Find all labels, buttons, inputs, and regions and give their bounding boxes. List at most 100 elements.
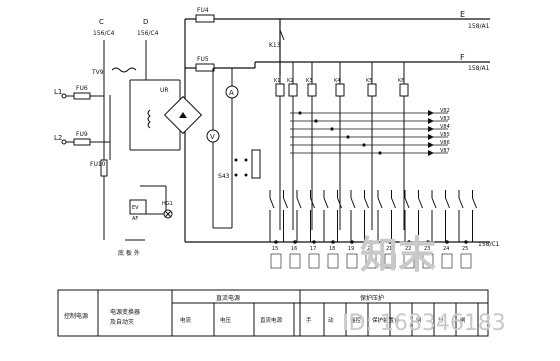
table-b-item: 保护装置 xyxy=(372,316,395,324)
contact xyxy=(364,190,369,242)
diode-label: V83 xyxy=(440,116,450,122)
bus-f-ref: 158/A1 xyxy=(468,65,490,72)
lamp-hg1: HG1 xyxy=(162,201,173,219)
relay-label: K2 xyxy=(287,78,293,84)
terminal-number: 24 xyxy=(443,246,449,252)
diode-v87: V87 xyxy=(290,148,450,156)
relay-label: K6 xyxy=(398,78,404,84)
transformer-tv9: TV9 xyxy=(91,67,137,76)
contact xyxy=(296,190,302,242)
relay-k3: K3 xyxy=(306,62,317,230)
contact xyxy=(431,190,437,242)
line-d-label: D xyxy=(143,18,148,26)
table-group-a-title: 直流电源 xyxy=(216,294,240,302)
contact xyxy=(445,190,450,242)
l1-label: L1 xyxy=(54,88,62,96)
rectifier-ur: UR xyxy=(147,87,203,135)
diode-v84: V84 xyxy=(290,124,450,132)
function-table: 控制电源 电源变换器 及自动灭 直流电源 保护压护 电流电压直流电源 手动遥控保… xyxy=(57,289,489,337)
terminal: 18 xyxy=(327,240,339,269)
table-b-item: 闸 xyxy=(460,316,466,324)
table-col2-line1: 电源变换器 xyxy=(110,308,140,316)
contact xyxy=(337,190,342,242)
diode-v85: V85 xyxy=(290,132,450,140)
contact xyxy=(404,190,410,242)
terminal-number: 25 xyxy=(462,246,468,252)
contact xyxy=(458,190,464,242)
l2-terminal xyxy=(61,139,67,145)
svg-text:UR: UR xyxy=(160,87,169,94)
diode-label: V84 xyxy=(440,124,450,130)
bottom-ref: 158/C1 xyxy=(478,241,500,248)
contact xyxy=(391,190,396,242)
contact xyxy=(350,190,356,242)
relay-k2: K2 xyxy=(287,62,298,230)
terminal-number: 16 xyxy=(291,246,297,252)
line-d-ref: 156/C4 xyxy=(137,30,159,37)
contact xyxy=(310,190,315,242)
svg-text:K13: K13 xyxy=(269,42,281,49)
terminal-number: 20 xyxy=(367,246,373,252)
fuse-fu9: FU9 xyxy=(73,131,91,146)
contact xyxy=(377,190,383,242)
l1-terminal xyxy=(61,93,67,99)
watermark: 知末 ID: 168346183 xyxy=(342,233,506,336)
table-b-item: 闸 xyxy=(416,316,422,324)
voltmeter: V xyxy=(206,129,220,143)
terminal-number: 23 xyxy=(424,246,430,252)
svg-text:S43: S43 xyxy=(218,173,230,180)
table-b-item: 分 xyxy=(438,316,444,324)
relay-label: K3 xyxy=(306,78,312,84)
base-label: 底 板 外 xyxy=(118,249,140,257)
fuse-fu10: FU10 xyxy=(90,159,108,177)
table-col2-line2: 及自动灭 xyxy=(110,318,134,326)
bus-f-label: F xyxy=(460,53,465,62)
terminal: 23 xyxy=(422,240,434,269)
relay-k6: K6 xyxy=(398,62,409,230)
terminal: 22 xyxy=(403,240,415,269)
terminal-number: 22 xyxy=(405,246,411,252)
svg-text:FU9: FU9 xyxy=(76,131,88,138)
terminal-number: 18 xyxy=(329,246,335,252)
contact xyxy=(472,190,477,242)
terminal: 15 xyxy=(270,240,282,269)
contact xyxy=(283,190,288,242)
terminal-number: 19 xyxy=(348,246,354,252)
terminal: 17 xyxy=(308,240,320,269)
relay-coil-group: K1 K2 K3 K4 K5 K6 xyxy=(274,62,409,230)
diode-label: V82 xyxy=(440,108,450,114)
contact-k13: K13 xyxy=(269,29,285,49)
fuse-fu5: FU5 xyxy=(195,56,215,72)
terminal: 20 xyxy=(365,240,377,269)
watermark-id: ID: 168346183 xyxy=(342,311,506,336)
svg-text:TV9: TV9 xyxy=(91,69,104,76)
terminal-number: 17 xyxy=(310,246,316,252)
svg-text:EV: EV xyxy=(132,205,139,211)
contact xyxy=(269,190,275,242)
diode-v86: V86 xyxy=(290,140,450,148)
diode-v83: V83 xyxy=(290,116,450,124)
relay-label: K4 xyxy=(334,78,340,84)
line-c-label: C xyxy=(99,18,104,26)
valve-ev: EV AF xyxy=(129,199,147,222)
fuse-fu6: FU6 xyxy=(73,85,91,100)
svg-text:FU4: FU4 xyxy=(197,7,209,14)
terminal-row: 15 16 17 18 19 20 21 22 23 24 25 xyxy=(270,240,472,269)
relay-label: K5 xyxy=(366,78,372,84)
svg-text:HG1: HG1 xyxy=(162,201,173,207)
svg-text:A: A xyxy=(229,89,234,97)
terminal-number: 15 xyxy=(272,246,278,252)
table-b-item: 合 xyxy=(394,316,400,324)
diode-label: V86 xyxy=(440,140,450,146)
contact xyxy=(323,190,329,242)
relay-label: K1 xyxy=(274,78,280,84)
l2-label: L2 xyxy=(54,134,62,142)
bus-lines xyxy=(184,18,490,243)
svg-text:AF: AF xyxy=(132,216,138,222)
table-group-b-title: 保护压护 xyxy=(360,294,384,302)
terminal: 21 xyxy=(384,240,396,269)
watermark-logo: 知末 xyxy=(360,233,436,277)
diode-v82: V82 xyxy=(290,108,450,116)
